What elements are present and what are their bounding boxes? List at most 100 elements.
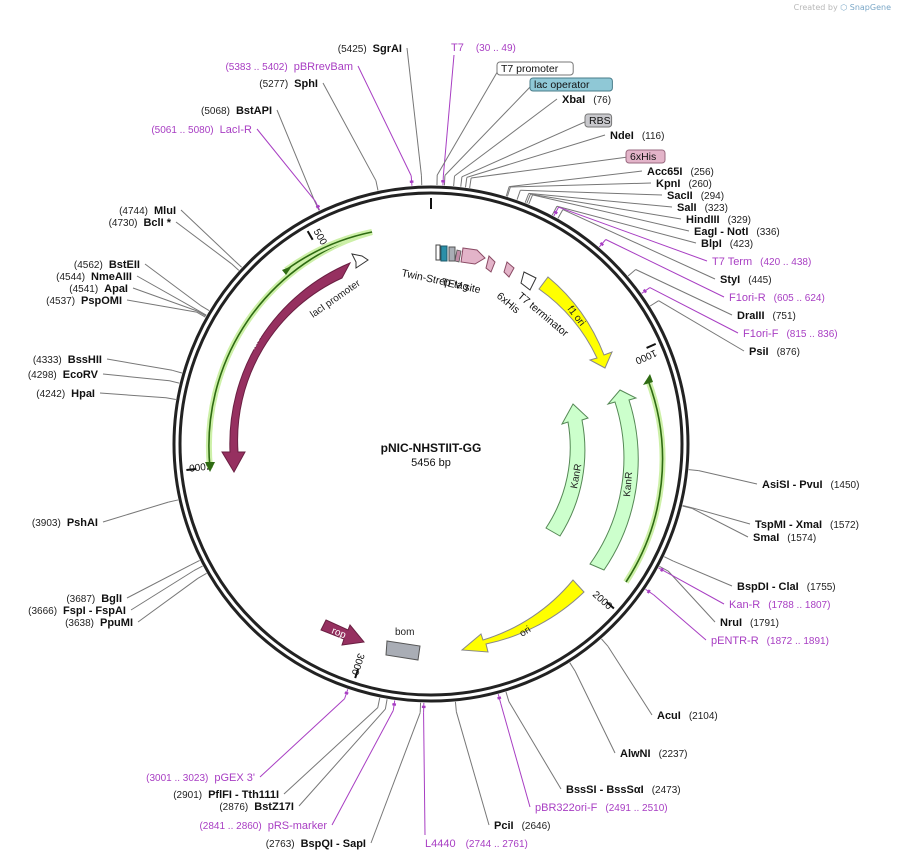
feature-box-label: RBS bbox=[589, 115, 611, 127]
site-label-right[interactable]: EagI - NotI(336) bbox=[694, 226, 780, 238]
primer-r-3-leader bbox=[667, 572, 725, 605]
primer-label-right-name: F1ori-R bbox=[729, 292, 766, 304]
site-r-7-leader bbox=[532, 194, 690, 232]
feature-tev-site[interactable] bbox=[485, 255, 496, 273]
primer-label-bottom[interactable]: L4440(2744 .. 2761) bbox=[425, 838, 528, 850]
site-3-leader bbox=[180, 209, 235, 261]
feature-f1-ori[interactable] bbox=[538, 276, 613, 369]
site-label-right-pos: (256) bbox=[690, 167, 713, 178]
primer-label-left[interactable]: (3001 .. 3023)pGEX 3' bbox=[146, 772, 255, 784]
site-label-left[interactable]: (2876)BstZ17I bbox=[219, 801, 294, 813]
site-label-right[interactable]: SmaI(1574) bbox=[753, 532, 816, 544]
feature-rbs-box[interactable] bbox=[448, 246, 456, 262]
feature-kanR-inner[interactable] bbox=[545, 403, 589, 537]
site-label-left[interactable]: (4333)BssHII bbox=[33, 354, 102, 366]
site-label-right-name: Acc65I bbox=[647, 166, 682, 178]
site-label-right[interactable]: Acc65I (256) bbox=[647, 166, 714, 178]
site-13-leader bbox=[126, 564, 191, 599]
site-label-right[interactable]: SacII(294) bbox=[667, 190, 724, 202]
site-label-left-pos: (4562) bbox=[74, 260, 103, 271]
site-label-left[interactable]: (4298)EcoRV bbox=[28, 369, 99, 381]
site-7-leader bbox=[132, 287, 198, 312]
site-r-13-leader bbox=[692, 507, 751, 525]
site-label-left-pos: (4744) bbox=[119, 206, 148, 217]
site-label-right[interactable]: BlpI(423) bbox=[701, 238, 753, 250]
feature-lacI[interactable] bbox=[221, 261, 352, 474]
primer-label-left[interactable]: (5383 .. 5402)pBRrevBam bbox=[225, 61, 353, 73]
primer-l-0-leader bbox=[357, 65, 412, 176]
site-label-left-name: NmeAIII bbox=[91, 271, 132, 283]
feature-twin-strep-tag[interactable] bbox=[460, 247, 486, 265]
site-label-right[interactable]: HindIII(329) bbox=[686, 214, 751, 226]
site-label-right[interactable]: SalI(323) bbox=[677, 202, 728, 214]
feature-box-3[interactable] bbox=[625, 149, 666, 164]
feature-bom[interactable] bbox=[385, 640, 421, 661]
site-label-right[interactable]: AlwNI(2237) bbox=[620, 748, 687, 760]
site-label-left[interactable]: (4537)PspOMI bbox=[46, 295, 122, 307]
site-label-left[interactable]: (2763)BspQI - SapI bbox=[266, 838, 366, 850]
site-label-left[interactable]: (3638)PpuMI bbox=[65, 617, 133, 629]
primer-label-left[interactable]: (2841 .. 2860)pRS-marker bbox=[199, 820, 327, 832]
site-label-left[interactable]: (4544)NmeAIII bbox=[56, 271, 132, 283]
feature-6xhis[interactable] bbox=[503, 261, 515, 278]
site-label-right[interactable]: XbaI(76) bbox=[562, 94, 611, 106]
primer-label-right[interactable]: F1ori-R(605 .. 624) bbox=[729, 292, 825, 304]
primer-label-right-name: pBR322ori-F bbox=[535, 802, 598, 814]
primer-label-right[interactable]: pENTR-R(1872 .. 1891) bbox=[711, 635, 829, 647]
map-length: 5456 bp bbox=[411, 457, 451, 469]
feature-lac-operator-box[interactable] bbox=[440, 245, 448, 262]
feature-lacI-promoter[interactable] bbox=[351, 253, 369, 269]
site-label-left[interactable]: (5425)SgrAI bbox=[338, 43, 402, 55]
primer-right-3-primer-mark bbox=[660, 567, 664, 572]
site-label-left[interactable]: (5068)BstAPI bbox=[201, 105, 272, 117]
site-label-left[interactable]: (3666)FspI - FspAI bbox=[28, 605, 126, 617]
site-label-right[interactable]: BssSI - BssSαI(2473) bbox=[566, 784, 681, 796]
site-label-right[interactable]: NruI(1791) bbox=[720, 617, 779, 629]
site-label-right[interactable]: BspDI - ClaI(1755) bbox=[737, 581, 836, 593]
feature-box-0[interactable] bbox=[496, 61, 574, 76]
site-label-left[interactable]: (4541)ApaI bbox=[69, 283, 128, 295]
site-label-left[interactable]: (4242)HpaI bbox=[36, 388, 95, 400]
site-label-right[interactable]: StyI(445) bbox=[720, 274, 772, 286]
backbone-inner bbox=[178, 191, 684, 697]
primer-label-top[interactable]: T7(30 .. 49) bbox=[451, 42, 516, 54]
site-label-right[interactable]: PsiI(876) bbox=[749, 346, 800, 358]
site-label-left[interactable]: (4730)BclI * bbox=[109, 217, 172, 229]
feature-rop[interactable] bbox=[320, 619, 365, 646]
site-label-left[interactable]: (3903)PshAI bbox=[32, 517, 98, 529]
site-label-right[interactable]: AsiSI - PvuI(1450) bbox=[762, 479, 859, 491]
site-label-left[interactable]: (4744)MluI bbox=[119, 205, 176, 217]
site-label-left-name: BglI bbox=[101, 593, 122, 605]
site-label-left[interactable]: (3687)BglI bbox=[66, 593, 122, 605]
feature-t7-promoter-box[interactable] bbox=[435, 244, 441, 261]
site-label-right[interactable]: KpnI(260) bbox=[656, 178, 712, 190]
site-label-right[interactable]: AcuI(2104) bbox=[657, 710, 718, 722]
feature-kanR-outer[interactable] bbox=[589, 389, 639, 571]
feature-t7-terminator[interactable] bbox=[520, 271, 537, 291]
site-label-left[interactable]: (5277)SphI bbox=[259, 78, 318, 90]
site-5-leader bbox=[144, 263, 201, 306]
site-label-left-name: HpaI bbox=[71, 388, 95, 400]
kanR-orf-line bbox=[625, 379, 664, 583]
feature-ori[interactable] bbox=[460, 579, 585, 653]
primer-label-right[interactable]: Kan-R(1788 .. 1807) bbox=[729, 599, 830, 611]
site-label-right[interactable]: DraIII(751) bbox=[737, 310, 796, 322]
site-label-right[interactable]: NdeI(116) bbox=[610, 130, 664, 142]
site-label-right-pos: (2237) bbox=[659, 749, 688, 760]
primer-label-right[interactable]: pBR322ori-F(2491 .. 2510) bbox=[535, 802, 668, 814]
primer-right-2-primer-mark bbox=[642, 288, 647, 294]
site-label-left[interactable]: (4562)BstEII bbox=[74, 259, 140, 271]
site-1-leader-stub bbox=[375, 180, 379, 191]
feature-box-1[interactable] bbox=[529, 77, 613, 92]
primer-label-top-pos: (30 .. 49) bbox=[476, 43, 516, 54]
site-r-10-leader-stub bbox=[627, 269, 637, 277]
site-label-left[interactable]: (2901)PflFI - Tth111I bbox=[173, 789, 279, 801]
site-label-right[interactable]: PciI(2646) bbox=[494, 820, 550, 832]
feature-box-2[interactable] bbox=[584, 113, 613, 128]
site-label-left-name: BstZ17I bbox=[254, 801, 294, 813]
site-label-right[interactable]: TspMI - XmaI(1572) bbox=[755, 519, 859, 531]
primer-label-right[interactable]: F1ori-F(815 .. 836) bbox=[743, 328, 838, 340]
feature-box-label: 6xHis bbox=[630, 151, 656, 163]
primer-label-left[interactable]: (5061 .. 5080)LacI-R bbox=[151, 124, 252, 136]
primer-label-right[interactable]: T7 Term(420 .. 438) bbox=[712, 256, 811, 268]
